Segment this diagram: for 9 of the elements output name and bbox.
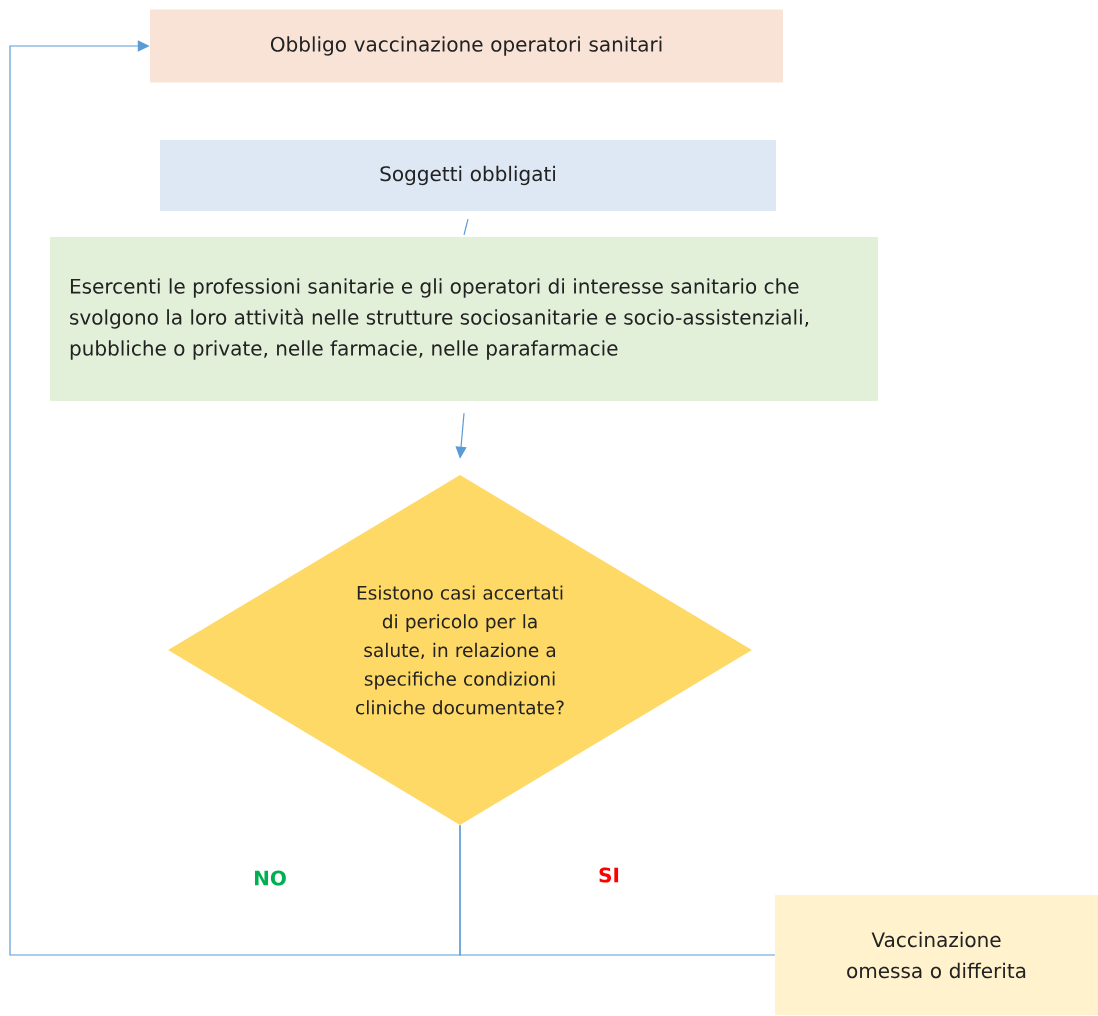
connector-line bbox=[463, 218, 469, 236]
process-box: Soggetti obbligati bbox=[160, 140, 776, 211]
edge-label: SI bbox=[596, 865, 622, 885]
edge-label: NO bbox=[251, 868, 289, 888]
arrow bbox=[9, 40, 461, 956]
process-box: Esercenti le professioni sanitarie e gli operatori di interesse sanitario che svolgono la loro attività nelle strutture sociosanitarie e socio-assistenziali, pubbliche o private, nelle farmacie, nelle parafarmacie bbox=[50, 237, 878, 401]
connector-line bbox=[459, 824, 776, 956]
title-box: Obbligo vaccinazione operatori sanitari bbox=[150, 9, 783, 83]
result-box: Vaccinazione omessa o differita bbox=[775, 895, 1098, 1015]
